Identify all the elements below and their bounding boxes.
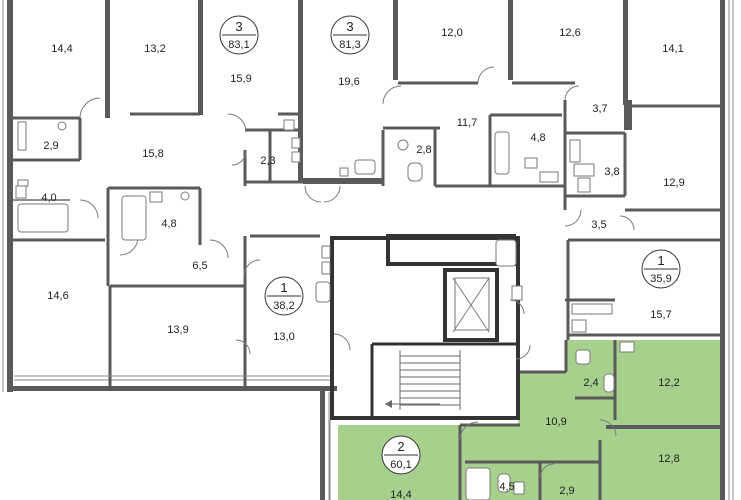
room-area: 11,7 bbox=[457, 117, 478, 129]
room-area: 12,0 bbox=[441, 27, 462, 39]
room-area: 12,9 bbox=[663, 177, 684, 189]
middle-interior bbox=[303, 100, 720, 340]
room-area: 12,6 bbox=[559, 27, 580, 39]
apartment-rooms: 3 bbox=[235, 19, 242, 34]
apartment-badge-3-81: 3 81,3 bbox=[330, 15, 370, 55]
apartment-total-area: 60,1 bbox=[390, 459, 411, 471]
room-area: 4,8 bbox=[530, 132, 545, 144]
room-area: 12,8 bbox=[658, 453, 679, 465]
stair-lift-core bbox=[330, 234, 520, 420]
apartment-badge-1-35: 1 35,9 bbox=[641, 249, 681, 289]
room-area: 6,5 bbox=[192, 260, 207, 272]
apartment-badge-2-60: 2 60,1 bbox=[381, 435, 421, 475]
room-area: 4,5 bbox=[499, 481, 514, 493]
room-area: 15,7 bbox=[650, 309, 671, 321]
room-area: 2,9 bbox=[43, 140, 58, 152]
room-area: 14,6 bbox=[47, 290, 68, 302]
apartment-rooms: 1 bbox=[657, 253, 664, 268]
apartment-rooms: 2 bbox=[397, 439, 404, 454]
room-area: 13,9 bbox=[167, 324, 188, 336]
apartment-total-area: 81,3 bbox=[339, 39, 360, 51]
apartment-rooms: 1 bbox=[280, 280, 287, 295]
window-lines bbox=[14, 0, 734, 500]
room-area: 2,8 bbox=[416, 144, 431, 156]
room-area: 3,7 bbox=[592, 103, 607, 115]
highlighted-apartment-area bbox=[338, 340, 722, 500]
room-area: 4,8 bbox=[161, 218, 176, 230]
left-interior bbox=[13, 112, 320, 386]
apartment-badge-3-83: 3 83,1 bbox=[219, 15, 259, 55]
apartment-rooms: 3 bbox=[346, 19, 353, 34]
room-area: 3,5 bbox=[591, 219, 606, 231]
apartment-badge-1-38: 1 38,2 bbox=[264, 276, 304, 316]
apartment-total-area: 35,9 bbox=[650, 273, 671, 285]
room-area: 15,9 bbox=[230, 73, 251, 85]
room-area: 3,8 bbox=[604, 166, 619, 178]
room-area: 12,2 bbox=[658, 377, 679, 389]
room-area: 14,1 bbox=[662, 43, 683, 55]
room-area: 10,9 bbox=[545, 416, 566, 428]
apartment-total-area: 38,2 bbox=[273, 300, 294, 312]
room-area: 14,4 bbox=[51, 43, 72, 55]
room-area: 13,0 bbox=[273, 331, 294, 343]
room-area: 2,4 bbox=[583, 377, 598, 389]
room-area: 15,8 bbox=[142, 148, 163, 160]
top-partitions bbox=[13, 0, 720, 182]
room-area: 19,6 bbox=[338, 76, 359, 88]
room-area: 4,0 bbox=[41, 192, 56, 204]
room-area-labels: 14,4 13,2 15,9 19,6 12,0 12,6 14,1 2,9 1… bbox=[41, 27, 684, 500]
room-area: 13,2 bbox=[144, 43, 165, 55]
room-area: 2,3 bbox=[260, 155, 275, 167]
room-area: 2,9 bbox=[559, 485, 574, 497]
apartment-total-area: 83,1 bbox=[228, 39, 249, 51]
room-area: 14,4 bbox=[390, 489, 411, 500]
lower-right-walls bbox=[458, 340, 720, 500]
bathroom-fixtures bbox=[15, 119, 635, 500]
